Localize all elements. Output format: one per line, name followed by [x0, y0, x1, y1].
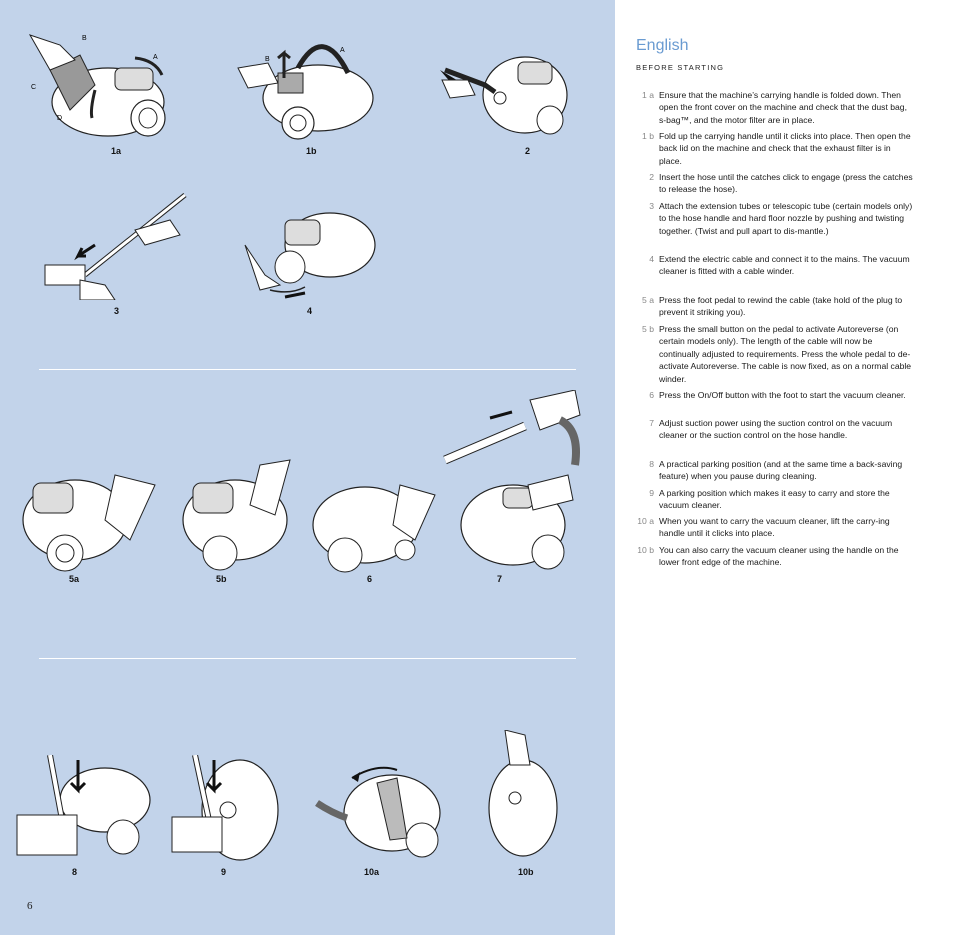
instructions-panel: English BEFORE STARTING 1 a Ensure that …: [615, 0, 954, 935]
instruction-item: 5 a Press the foot pedal to rewind the c…: [615, 294, 925, 320]
figure-1b-illustration: B A: [228, 28, 378, 143]
instruction-item: 6 Press the On/Off button with the foot …: [615, 389, 925, 415]
figure-2-illustration: [430, 40, 570, 140]
instruction-item: 10 a When you want to carry the vacuum c…: [615, 515, 925, 541]
instruction-number: 5 a: [642, 295, 654, 305]
figure-8-illustration: [15, 755, 155, 865]
figure-label-3: 3: [114, 306, 120, 316]
figure-7-illustration: [458, 470, 578, 575]
figure-label-5b: 5b: [216, 574, 227, 584]
callout-d: D: [57, 115, 62, 122]
section-heading: BEFORE STARTING: [636, 63, 725, 72]
figure-label-7: 7: [497, 574, 503, 584]
instruction-item: 2 Insert the hose until the catches clic…: [615, 171, 925, 197]
figure-9-illustration: [170, 755, 280, 865]
figure-label-5a: 5a: [69, 574, 80, 584]
instruction-item: 1 b Fold up the carrying handle until it…: [615, 130, 925, 168]
instruction-item: 1 a Ensure that the machine’s carrying h…: [615, 89, 925, 129]
instruction-number: 5 b: [642, 324, 654, 334]
page-number: 6: [27, 900, 33, 912]
instruction-text: Press the On/Off button with the foot to…: [659, 390, 906, 400]
figure-5a-illustration: [15, 465, 160, 575]
instruction-number: 6: [649, 390, 654, 400]
instruction-item: 8 A practical parking position (and at t…: [615, 458, 925, 484]
instruction-text: When you want to carry the vacuum cleane…: [659, 516, 890, 539]
figure-4-illustration: [240, 205, 380, 305]
instruction-item: 4 Extend the electric cable and connect …: [615, 253, 925, 279]
instruction-item: 9 A parking position which makes it easy…: [615, 487, 925, 513]
instruction-text: Fold up the carrying handle until it cli…: [659, 131, 911, 166]
instruction-text: A practical parking position (and at the…: [659, 459, 903, 482]
section-divider-2: [39, 658, 576, 659]
figure-10b-illustration: [485, 730, 560, 860]
callout-c: C: [31, 84, 36, 91]
figure-6-illustration: [305, 480, 440, 575]
instruction-text: Ensure that the machine’s carrying handl…: [659, 90, 907, 125]
language-title: English: [636, 37, 689, 54]
instruction-number: 9: [649, 488, 654, 498]
figure-label-10a: 10a: [364, 867, 380, 877]
figure-1a-illustration: B A C D: [20, 30, 170, 145]
figure-7-hose-illustration: [440, 390, 585, 470]
instruction-number: 2: [649, 172, 654, 182]
figure-label-1a: 1a: [111, 146, 122, 156]
figure-label-9: 9: [221, 867, 227, 877]
instruction-text: Insert the hose until the catches click …: [659, 172, 913, 195]
figure-label-1b: 1b: [306, 146, 317, 156]
instruction-text: Press the small button on the pedal to a…: [659, 324, 912, 384]
figure-label-6: 6: [367, 574, 373, 584]
figure-label-2: 2: [525, 146, 531, 156]
figure-5b-illustration: [175, 455, 295, 575]
callout-a: A: [340, 47, 345, 54]
instruction-number: 1 a: [642, 90, 654, 100]
instruction-item: 10 b You can also carry the vacuum clean…: [615, 544, 925, 570]
instruction-item: 5 b Press the small button on the pedal …: [615, 323, 925, 387]
figure-10a-illustration: [312, 758, 447, 858]
instruction-number: 8: [649, 459, 654, 469]
instruction-text: You can also carry the vacuum cleaner us…: [659, 545, 899, 568]
instruction-text: Press the foot pedal to rewind the cable…: [659, 295, 903, 318]
instruction-text: Extend the electric cable and connect it…: [659, 254, 910, 277]
instruction-number: 1 b: [642, 131, 654, 141]
instruction-number: 3: [649, 201, 654, 211]
instruction-text: Attach the extension tubes or telescopic…: [659, 201, 913, 236]
instruction-number: 10 a: [637, 516, 654, 526]
figure-label-4: 4: [307, 306, 313, 316]
illustration-panel: B A C D 1a B A 1b 2: [0, 0, 615, 935]
instruction-number: 10 b: [637, 545, 654, 555]
instruction-item: 7 Adjust suction power using the suction…: [615, 417, 925, 443]
instruction-number: 7: [649, 418, 654, 428]
section-divider-1: [39, 369, 576, 370]
figure-label-8: 8: [72, 867, 78, 877]
figure-3-illustration: [40, 190, 190, 300]
instruction-item: 3 Attach the extension tubes or telescop…: [615, 200, 925, 250]
instruction-number: 4: [649, 254, 654, 264]
figure-label-10b: 10b: [518, 867, 534, 877]
callout-b: B: [265, 56, 270, 63]
instruction-text: Adjust suction power using the suction c…: [659, 418, 893, 441]
callout-b: B: [82, 35, 87, 42]
callout-a: A: [153, 54, 158, 61]
instruction-text: A parking position which makes it easy t…: [659, 488, 890, 511]
